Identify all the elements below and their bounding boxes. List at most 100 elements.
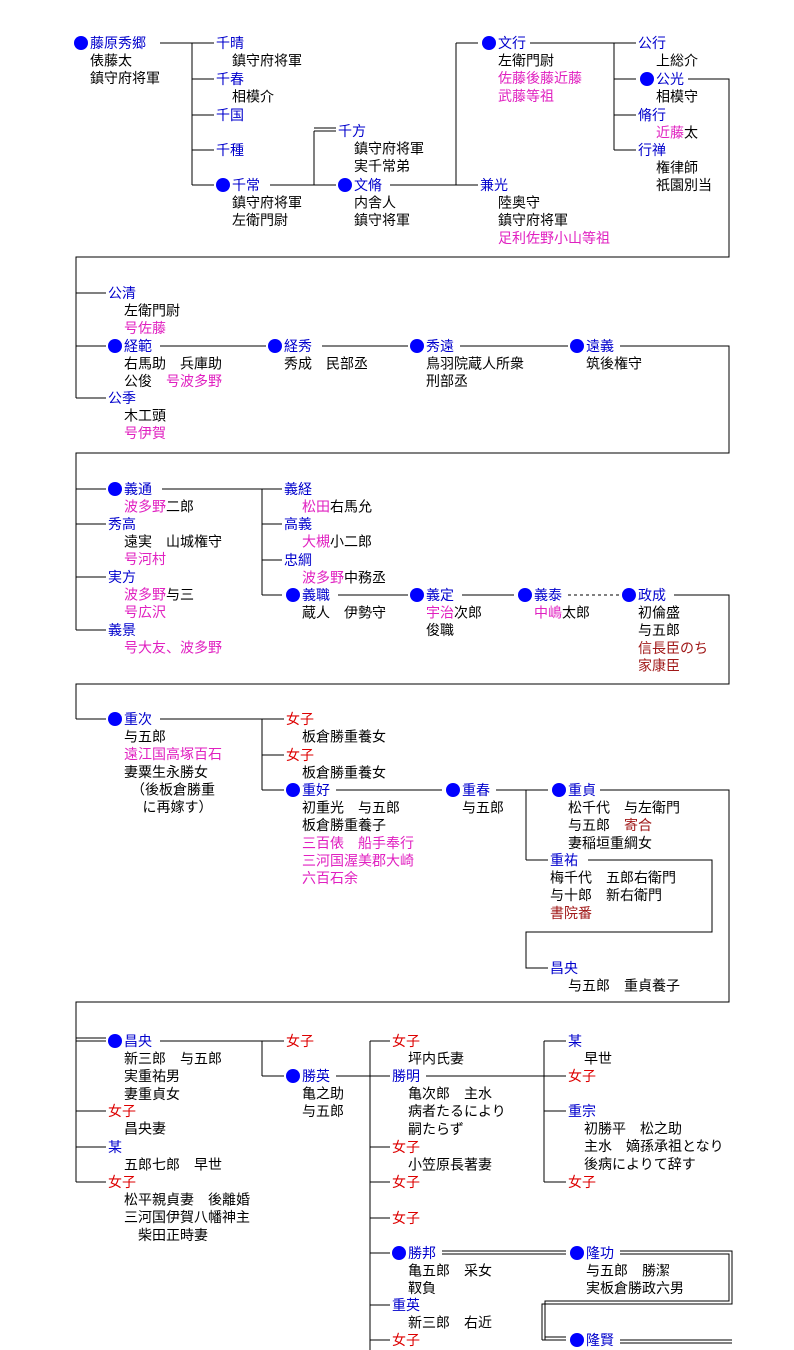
person-name: 義景 [108, 622, 136, 639]
person-name: 女子 [568, 1174, 596, 1191]
main-line-dot-icon [570, 339, 584, 353]
person-name: 女子 [286, 1033, 314, 1050]
person-note: 五郎七郎 早世 [124, 1158, 222, 1174]
person-note: 木工頭 [124, 409, 166, 425]
person-note: 板倉勝重養子 [302, 817, 386, 834]
person-note: 大槻小二郎 [302, 534, 372, 551]
person-note: 鎮守府将軍 [90, 71, 160, 87]
person-name: 昌央 [550, 961, 578, 977]
person-note: 与五郎 [462, 801, 504, 817]
person-note: に再嫁す） [124, 800, 212, 816]
person-name: 遠義 [586, 338, 614, 355]
person-note: 亀次郎 主水 [408, 1087, 492, 1103]
person-name: 千方 [338, 124, 366, 140]
person-note: 号伊賀 [124, 426, 166, 442]
person-note: 小笠原長著妻 [408, 1158, 492, 1174]
person-note: 早世 [584, 1052, 612, 1068]
person-note: 松平親貞妻 後離婚 [124, 1192, 250, 1209]
person-note: 与五郎 重貞養子 [568, 978, 680, 995]
person-name: 脩行 [638, 108, 666, 124]
person-name: 公清 [108, 286, 136, 302]
person-chikuni: 千国 [216, 108, 244, 124]
person-name: 重貞 [568, 783, 596, 799]
person-name: 政成 [638, 588, 666, 604]
person-note: 実千常弟 [354, 159, 410, 175]
person-note: 波多野二郎 [124, 499, 194, 516]
person-takakata: 隆賢 [570, 1333, 614, 1349]
person-note: 鎮守将軍 [354, 213, 410, 229]
person-note: 武藤等祖 [498, 88, 554, 105]
main-line-dot-icon [108, 339, 122, 353]
main-line-dot-icon [108, 482, 122, 496]
person-note: 祇園別当 [656, 178, 712, 194]
person-joshi11: 女子 [568, 1068, 596, 1085]
main-line-dot-icon [286, 588, 300, 602]
person-name: 隆功 [586, 1246, 614, 1262]
person-chitane: 千種 [216, 143, 244, 159]
person-name: 経秀 [284, 339, 312, 355]
person-name: 女子 [108, 1174, 136, 1191]
person-name: 千種 [216, 143, 244, 159]
person-note: 筑後権守 [586, 356, 642, 373]
main-line-dot-icon [410, 588, 424, 602]
main-line-dot-icon [286, 1069, 300, 1083]
person-note: 陸奥守 [498, 195, 540, 212]
person-note: 初勝平 松之助 [584, 1121, 682, 1138]
person-name: 公光 [656, 72, 684, 88]
person-name: 千国 [216, 108, 244, 124]
person-note: 号大友、波多野 [124, 640, 222, 657]
person-note: 相模守 [656, 90, 698, 106]
person-note: 遠江国高塚百石 [124, 746, 222, 763]
person-note: 実板倉勝政六男 [586, 1281, 684, 1297]
main-line-dot-icon [392, 1246, 406, 1260]
person-note: 嗣たらず [408, 1122, 464, 1138]
person-note: 梅千代 五郎右衛門 [550, 871, 676, 887]
person-note: 初重光 与五郎 [302, 800, 400, 817]
person-note: 相模介 [232, 90, 274, 106]
person-note: 昌央妻 [124, 1122, 166, 1138]
person-note: 主水 嫡孫承祖となり [584, 1138, 724, 1155]
main-line-dot-icon [338, 178, 352, 192]
person-name: 女子 [286, 711, 314, 728]
person-note: 三河国渥美郡大崎 [302, 853, 414, 869]
main-line-dot-icon [410, 339, 424, 353]
person-name: 重英 [392, 1297, 420, 1314]
person-note: 板倉勝重養女 [302, 729, 386, 746]
main-line-dot-icon [268, 339, 282, 353]
person-note: 鎮守府将軍 [498, 213, 568, 229]
person-name: 某 [568, 1034, 582, 1050]
person-joshi10: 女子 [392, 1332, 420, 1349]
person-name: 高義 [284, 516, 312, 533]
person-note: 左衛門尉 [124, 304, 180, 320]
person-name: 公行 [638, 36, 666, 52]
main-line-dot-icon [446, 783, 460, 797]
person-note: 中嶋太郎 [534, 606, 590, 622]
person-name: 女子 [392, 1033, 420, 1050]
person-joshi5: 女子 [286, 1033, 314, 1050]
person-nodes: 藤原秀郷俵藤太鎮守府将軍千晴鎮守府将軍千春相模介千国千種千常鎮守府将軍左衛門尉千… [74, 36, 724, 1349]
person-note: 初倫盛 [638, 605, 680, 622]
person-note: 権律師 [656, 160, 698, 177]
person-name: 秀遠 [426, 339, 454, 355]
person-note: 信長臣のち [638, 641, 708, 657]
person-note: 左衛門尉 [232, 213, 288, 229]
person-note: 新三郎 右近 [408, 1316, 492, 1332]
person-note: 後病によりて辞す [584, 1157, 696, 1173]
person-name: 兼光 [480, 178, 508, 194]
